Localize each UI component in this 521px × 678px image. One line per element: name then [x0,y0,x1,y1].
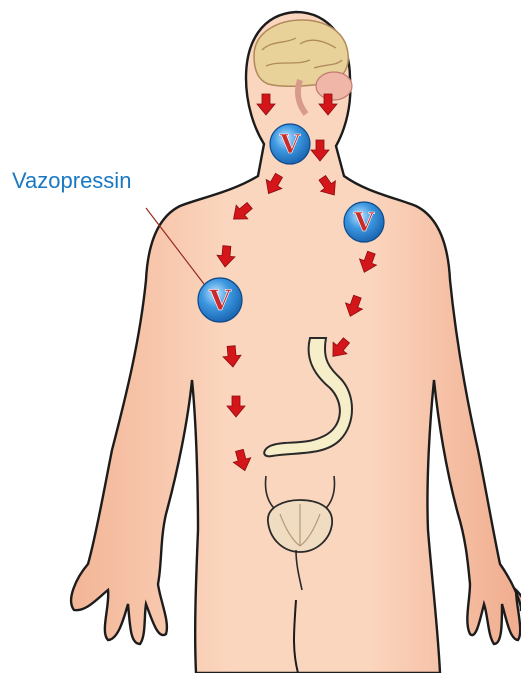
badge-letter: V [353,208,375,238]
badge-letter: V [279,130,301,160]
vasopressin-badge-head: V [270,124,310,164]
vazopressin-label: Vazopressin [12,168,131,194]
vasopressin-badge-left: V [198,278,242,322]
cerebellum [316,72,352,100]
body-silhouette [71,12,521,673]
badge-letter: V [208,284,232,317]
vasopressin-badge-right: V [344,202,384,242]
